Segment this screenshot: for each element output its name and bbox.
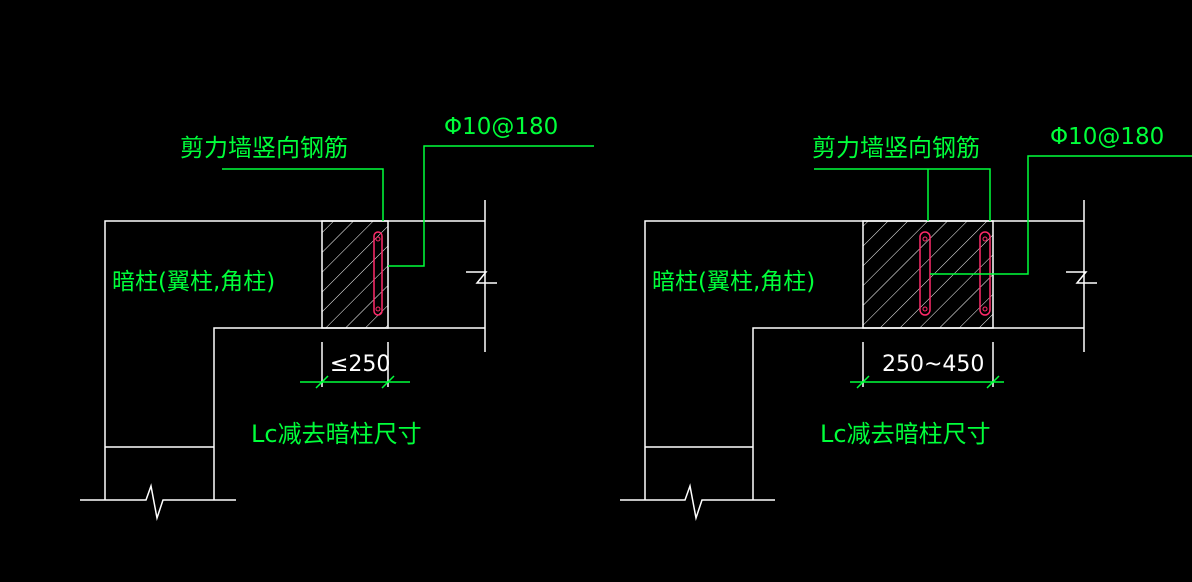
right-dimension: [850, 342, 1004, 389]
right-column-label: 暗柱(翼柱,角柱): [652, 269, 815, 295]
left-rebar-dot-top: [375, 236, 381, 242]
left-break-symbol-right: [466, 271, 497, 284]
left-hatched-section: [321, 220, 389, 329]
right-stirrup-label: Φ10@180: [1050, 124, 1164, 150]
left-rebar-leader: [222, 168, 384, 221]
right-wall-outline-inner: [752, 327, 1084, 500]
left-rebar-dot-bottom: [375, 306, 381, 312]
left-length-label: Lc减去暗柱尺寸: [251, 420, 422, 448]
left-break-symbol-bottom: [80, 483, 236, 521]
right-wall-outline-top: [644, 220, 1084, 500]
right-dimension-label: 250~450: [882, 352, 984, 377]
left-stirrup-leader: [388, 145, 594, 267]
right-rebar-label: 剪力墙竖向钢筋: [812, 134, 980, 162]
right-length-label: Lc减去暗柱尺寸: [820, 420, 991, 448]
left-wall-outline-inner: [213, 327, 485, 500]
right-rebar-left-dot-bottom: [922, 306, 928, 312]
left-detail: 剪力墙竖向钢筋 Φ10@180 暗柱(翼柱,角柱) ≤250 Lc减去暗柱尺寸: [80, 114, 594, 521]
left-wall-outline-top: [104, 220, 485, 500]
right-detail: 剪力墙竖向钢筋 Φ10@180 暗柱(翼柱,角柱) 250~450 Lc减去暗柱…: [620, 124, 1192, 521]
left-rebar: [373, 231, 383, 316]
right-rebar-right-dot-bottom: [982, 306, 988, 312]
right-rebar-right-dot-top: [982, 236, 988, 242]
right-break-symbol-right: [1066, 271, 1097, 284]
left-rebar-label: 剪力墙竖向钢筋: [180, 134, 348, 162]
left-stirrup-label: Φ10@180: [444, 114, 558, 140]
right-rebar-left-dot-top: [922, 236, 928, 242]
left-dimension-label: ≤250: [330, 352, 390, 377]
right-stirrup-leader: [930, 155, 1192, 275]
left-dimension: [300, 342, 410, 389]
right-rebar-leader: [814, 168, 991, 221]
right-break-symbol-bottom: [620, 483, 775, 521]
left-column-label: 暗柱(翼柱,角柱): [112, 269, 275, 295]
